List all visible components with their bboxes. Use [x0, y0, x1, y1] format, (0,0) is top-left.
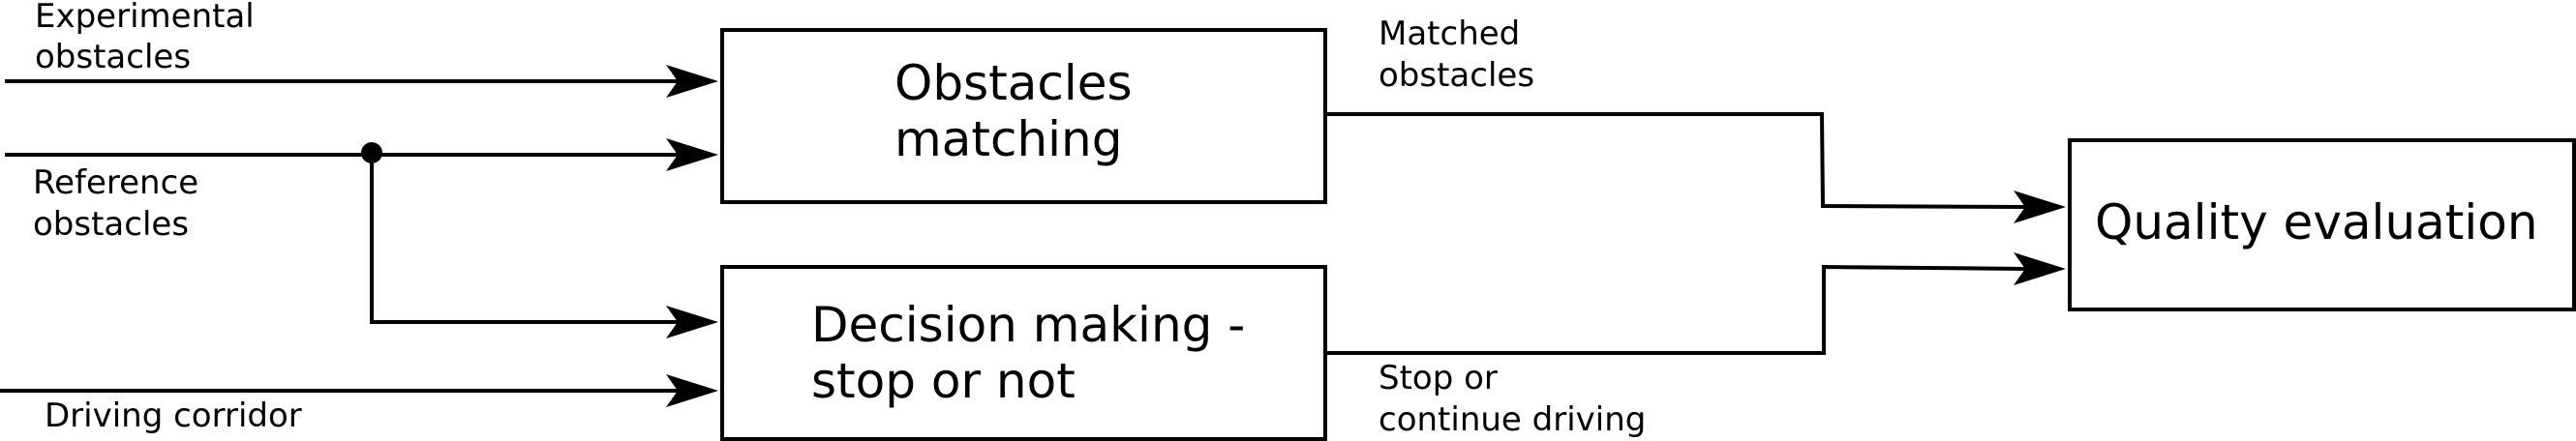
arrowhead-icon [2014, 191, 2066, 223]
obstacles-matching-label: Obstacles matching [894, 55, 1148, 167]
label-line: Quality evaluation [2095, 194, 2538, 250]
label-line: obstacles [33, 205, 189, 244]
reference-obstacles-label: Reference obstacles [33, 163, 209, 244]
label-line: Experimental [35, 0, 255, 36]
arrowhead-icon [2014, 252, 2066, 285]
arrowhead-icon [666, 306, 718, 338]
matched-obstacles-wire [1325, 112, 2026, 209]
arrowhead-icon [666, 138, 718, 171]
stop-or-continue-label: Stop or continue driving [1379, 359, 1646, 439]
label-line: Reference [33, 163, 198, 202]
obstacles-matching-box [720, 28, 1327, 204]
decision-making-label: Decision making - stop or not [811, 297, 1260, 409]
label-line: Driving corridor [45, 397, 302, 435]
matched-obstacles-label: Matched obstacles [1379, 15, 1534, 95]
decision-making-box [720, 265, 1327, 441]
quality-evaluation-label: Quality evaluation [2095, 194, 2538, 250]
junction-dot [361, 142, 382, 163]
stop-or-continue-wire [1325, 264, 2026, 355]
label-line: Obstacles [894, 55, 1133, 111]
experimental-obstacles-label: Experimental obstacles [35, 0, 265, 76]
label-line: Stop or [1379, 359, 1498, 397]
label-line: continue driving [1379, 400, 1646, 439]
label-line: stop or not [811, 353, 1076, 409]
label-line: obstacles [35, 38, 191, 76]
label-line: Decision making - [811, 297, 1245, 353]
quality-evaluation-box [2068, 138, 2576, 311]
reference-branch-wire [370, 155, 678, 324]
label-line: obstacles [1379, 56, 1534, 95]
arrowhead-icon [666, 65, 718, 98]
label-line: matching [894, 111, 1122, 167]
label-line: Matched [1379, 15, 1520, 53]
driving-corridor-label: Driving corridor [45, 397, 302, 435]
arrowhead-icon [666, 374, 718, 407]
